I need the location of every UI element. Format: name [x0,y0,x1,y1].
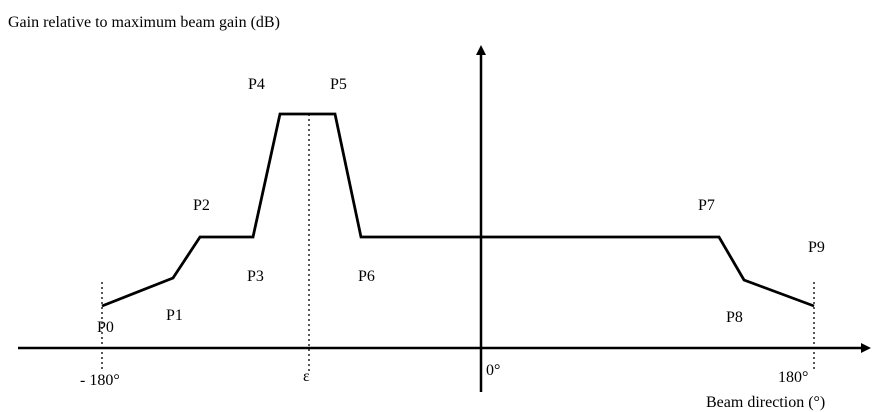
point-label-p1: P1 [166,307,183,324]
point-label-p8: P8 [726,309,743,326]
point-label-p7: P7 [698,197,715,214]
x-axis-title: Beam direction (°) [706,394,825,411]
point-label-p4: P4 [248,76,265,93]
point-label-p9: P9 [808,239,825,256]
tick-label-epsilon: ε [303,368,310,385]
tick-label-180: 180° [778,369,808,386]
point-label-p5: P5 [330,76,347,93]
tick-label-minus-180: - 180° [80,372,120,389]
point-label-p6: P6 [358,268,375,285]
y-axis-title: Gain relative to maximum beam gain (dB) [8,14,280,31]
gain-envelope-line [101,112,815,308]
point-label-p3: P3 [247,268,264,285]
point-label-p2: P2 [193,197,210,214]
tick-label-zero: 0° [486,362,500,379]
point-label-p0: P0 [97,319,114,336]
